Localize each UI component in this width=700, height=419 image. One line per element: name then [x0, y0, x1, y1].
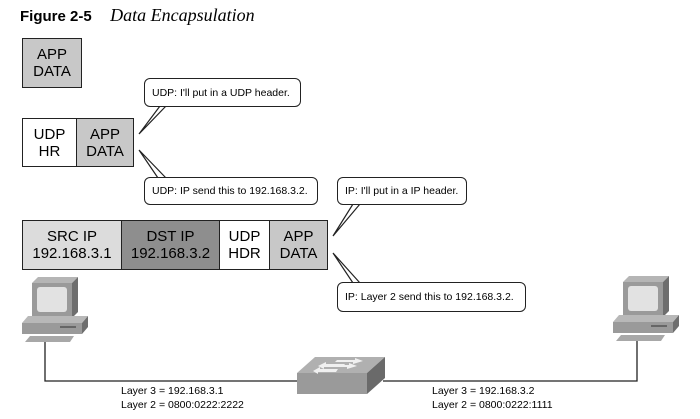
bubble-udp-header-text: UDP: I'll put in a UDP header. [152, 86, 290, 99]
figure-number: Figure 2-5 [20, 8, 92, 25]
dst-ip-label: DST IP [146, 228, 195, 245]
app-data-label-line1: APP [283, 228, 314, 245]
bubble-tail-ip-header [332, 203, 362, 237]
app-data-label-line2: DATA [33, 63, 71, 80]
src-ip-value: 192.168.3.1 [32, 245, 112, 262]
packet-app-data: APP DATA [22, 38, 82, 88]
host-left-layer3: Layer 3 = 192.168.3.1 [121, 385, 224, 397]
host-left-layer2: Layer 2 = 0800:0222:2222 [121, 399, 244, 411]
host-right-layer3: Layer 3 = 192.168.3.2 [432, 385, 535, 397]
udp-header-cell: UDP HDR [219, 221, 269, 269]
bubble-tail-udp-send [138, 149, 168, 179]
link-right [383, 336, 638, 382]
bubble-udp-header: UDP: I'll put in a UDP header. [144, 78, 301, 107]
bubble-ip-header-text: IP: I'll put in a IP header. [345, 185, 459, 197]
src-ip-cell: SRC IP 192.168.3.1 [23, 221, 121, 269]
packet-udp-segment: UDP HR APP DATA [22, 118, 134, 167]
src-ip-label: SRC IP [46, 228, 97, 245]
figure-caption: Figure 2-5 Data Encapsulation [20, 5, 255, 26]
packet-ip: SRC IP 192.168.3.1 DST IP 192.168.3.2 UD… [22, 220, 328, 270]
bubble-ip-header: IP: I'll put in a IP header. [337, 177, 467, 205]
switch-icon [297, 357, 385, 394]
dst-ip-value: 192.168.3.2 [130, 245, 211, 262]
bubble-udp-send: UDP: IP send this to 192.168.3.2. [144, 177, 318, 205]
bubble-ip-send: IP: Layer 2 send this to 192.168.3.2. [337, 282, 526, 312]
app-data-cell: APP DATA [23, 39, 81, 87]
app-data-label-line1: APP [89, 125, 120, 143]
host-left-addresses: Layer 3 = 192.168.3.1 Layer 2 = 0800:022… [121, 384, 244, 412]
udp-header-label-line1: UDP [228, 228, 261, 245]
app-data-label-line1: APP [36, 46, 67, 63]
udp-header-label-line1: UDP [33, 125, 66, 143]
host-right-addresses: Layer 3 = 192.168.3.2 Layer 2 = 0800:022… [432, 384, 553, 412]
udp-header-cell: UDP HR [23, 119, 76, 166]
udp-header-label-line2: HDR [228, 245, 261, 262]
link-left [44, 336, 300, 382]
bubble-udp-send-text: UDP: IP send this to 192.168.3.2. [152, 185, 308, 197]
bubble-tail-udp-header [138, 105, 168, 135]
bubble-ip-send-text: IP: Layer 2 send this to 192.168.3.2. [345, 291, 514, 303]
host-right-layer2: Layer 2 = 0800:0222:1111 [432, 399, 553, 411]
computer-left-icon [22, 277, 88, 342]
app-data-label-line2: DATA [86, 142, 124, 160]
bubble-tail-ip-send [332, 252, 362, 284]
computer-right-icon [613, 276, 679, 341]
figure-title: Data Encapsulation [110, 5, 255, 25]
udp-header-label-line2: HR [38, 142, 61, 160]
app-data-cell: APP DATA [269, 221, 327, 269]
app-data-label-line2: DATA [279, 245, 318, 262]
app-data-cell: APP DATA [76, 119, 133, 166]
dst-ip-cell: DST IP 192.168.3.2 [121, 221, 219, 269]
